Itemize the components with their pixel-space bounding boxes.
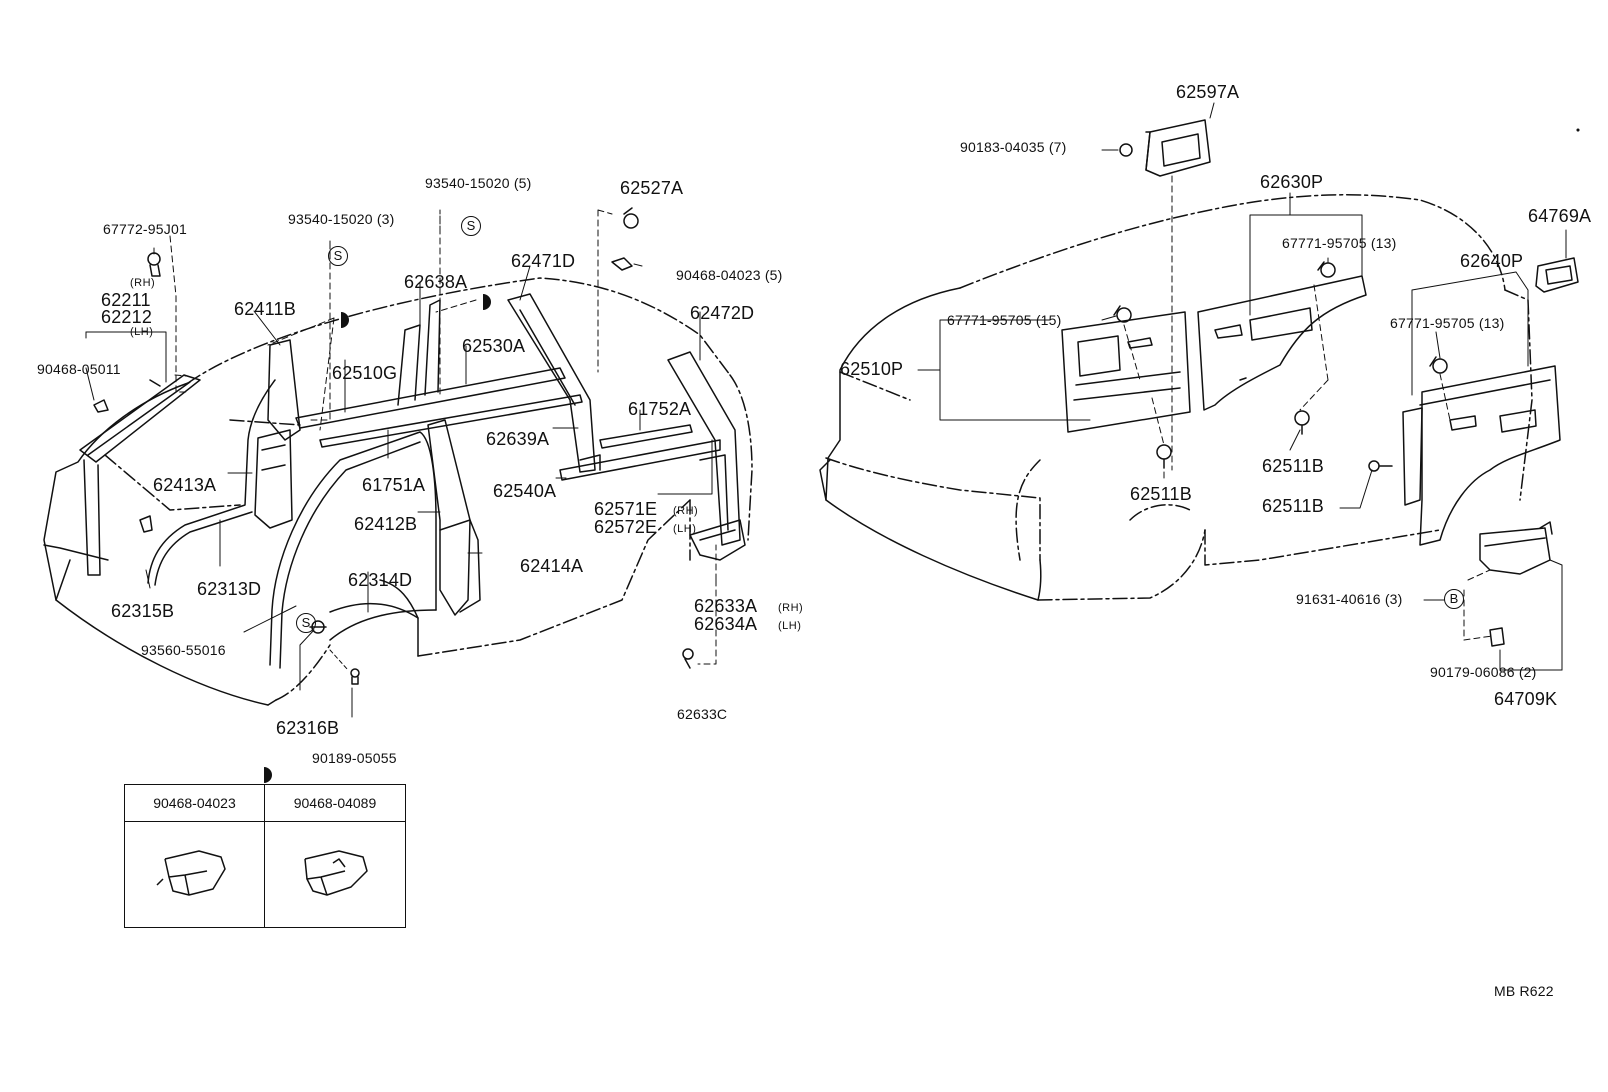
marker-s-2: S <box>461 216 481 236</box>
assist-handle <box>1535 257 1579 293</box>
right-vehicle-body <box>819 194 1533 601</box>
center-pillar-upper-garnish <box>254 339 301 529</box>
clip-legend-table: 90468-04023 90468-04089 <box>124 784 406 928</box>
part-label-62638a: 62638A <box>404 272 468 292</box>
corner-dot <box>1576 128 1580 132</box>
label-lh-3: (LH) <box>778 620 802 632</box>
marker-s-3: S <box>296 613 316 633</box>
part-label-90189-05055: 90189-05055 <box>312 750 397 766</box>
center-pillar-lower-garnish <box>427 419 481 616</box>
part-label-90468-04023-5: 90468-04023 (5) <box>676 267 783 283</box>
part-label-62316b: 62316B <box>276 718 340 738</box>
rear-box-bracket <box>1479 521 1553 575</box>
part-label-62412b: 62412B <box>354 514 418 534</box>
part-label-93540-15020-5: 93540-15020 (5) <box>425 175 532 191</box>
part-label-62411b: 62411B <box>234 299 296 319</box>
legend-cell-04089: 90468-04089 <box>265 785 405 927</box>
part-label-62511b-3: 62511B <box>1262 496 1324 516</box>
clip-04089-drawing <box>304 850 368 896</box>
part-label-62510g: 62510G <box>332 363 398 383</box>
part-label-62540a: 62540A <box>493 481 557 501</box>
part-label-62472d: 62472D <box>690 303 755 323</box>
part-label-64709k: 64709K <box>1494 689 1558 709</box>
part-label-64769a: 64769A <box>1528 206 1592 226</box>
quarter-trim-panel-center <box>1197 275 1367 411</box>
part-label-67771-95705-13a: 67771-95705 (13) <box>1282 235 1397 251</box>
part-label-62530a: 62530A <box>462 336 526 356</box>
part-label-62471d: 62471D <box>511 251 576 271</box>
marker-s-1: S <box>328 246 348 266</box>
part-label-90179-06086: 90179-06086 (2) <box>1430 664 1537 680</box>
label-lh: (LH) <box>130 326 154 338</box>
part-label-62414a: 62414A <box>520 556 584 576</box>
roof-side-rails <box>295 299 583 448</box>
legend-part-04023: 90468-04023 <box>125 785 264 822</box>
rear-corner-bracket <box>689 519 746 561</box>
part-label-62211: 62211 <box>101 290 151 310</box>
half-moon-markers <box>264 294 491 783</box>
back-door-pillar-garnish <box>667 351 741 546</box>
part-label-62633c: 62633C <box>677 706 728 722</box>
marker-b: B <box>1444 589 1464 609</box>
part-label-67771-95705-13b: 67771-95705 (13) <box>1390 315 1505 331</box>
front-door-weatherstrip <box>147 379 276 586</box>
left-vehicle-body <box>43 277 753 706</box>
part-label-61752a: 61752A <box>628 399 692 419</box>
part-label-67771-95705-15: 67771-95705 (15) <box>947 312 1062 328</box>
part-label-62597a: 62597A <box>1176 82 1240 102</box>
right-leader-lines <box>917 102 1567 671</box>
part-label-62511b-1: 62511B <box>1262 456 1324 476</box>
part-label-62413a: 62413A <box>153 475 217 495</box>
part-label-61751a: 61751A <box>362 475 426 495</box>
label-lh-2: (LH) <box>673 523 697 535</box>
vent-louver <box>1145 119 1211 177</box>
part-label-62315b: 62315B <box>111 601 175 621</box>
label-rh-2: (RH) <box>673 505 699 517</box>
label-rh: (RH) <box>130 277 156 289</box>
part-label-62313d: 62313D <box>197 579 262 599</box>
part-label-62511b-2: 62511B <box>1130 484 1192 504</box>
part-label-62640p: 62640P <box>1460 251 1524 271</box>
quarter-trim-rails <box>559 424 721 481</box>
rear-door-weatherstrip <box>269 431 437 669</box>
part-label-90468-05011: 90468-05011 <box>37 361 121 377</box>
part-label-62572e: 62572E <box>594 517 658 537</box>
part-label-62630p: 62630P <box>1260 172 1324 192</box>
part-label-93540-15020-3: 93540-15020 (3) <box>288 211 395 227</box>
left-leader-lines <box>85 209 717 718</box>
part-label-62510p: 62510P <box>840 359 904 379</box>
clip-04023-drawing <box>156 850 226 896</box>
page-code: MB R622 <box>1494 983 1554 999</box>
part-label-62571e: 62571E <box>594 499 658 519</box>
part-label-91631-40616: 91631-40616 (3) <box>1296 591 1403 607</box>
part-label-67772-95j01: 67772-95J01 <box>103 221 187 237</box>
part-label-62634a: 62634A <box>694 614 758 634</box>
part-label-62633a: 62633A <box>694 596 758 616</box>
part-label-62212: 62212 <box>101 307 153 327</box>
legend-part-04089: 90468-04089 <box>265 785 405 822</box>
label-rh-3: (RH) <box>778 602 804 614</box>
part-label-62314d: 62314D <box>348 570 413 590</box>
part-label-90183-04035: 90183-04035 (7) <box>960 139 1067 155</box>
quarter-pillar-garnish <box>507 293 596 473</box>
part-label-93560-55016: 93560-55016 <box>141 642 226 658</box>
part-label-62527a: 62527A <box>620 178 684 198</box>
right-fasteners <box>1113 143 1505 647</box>
quarter-trim-panel-front <box>1061 311 1191 433</box>
legend-cell-04023: 90468-04023 <box>125 785 265 927</box>
part-label-62639a: 62639A <box>486 429 550 449</box>
windshield-pillar-garnish <box>79 374 201 576</box>
quarter-trim-panel-rear <box>1402 365 1561 546</box>
